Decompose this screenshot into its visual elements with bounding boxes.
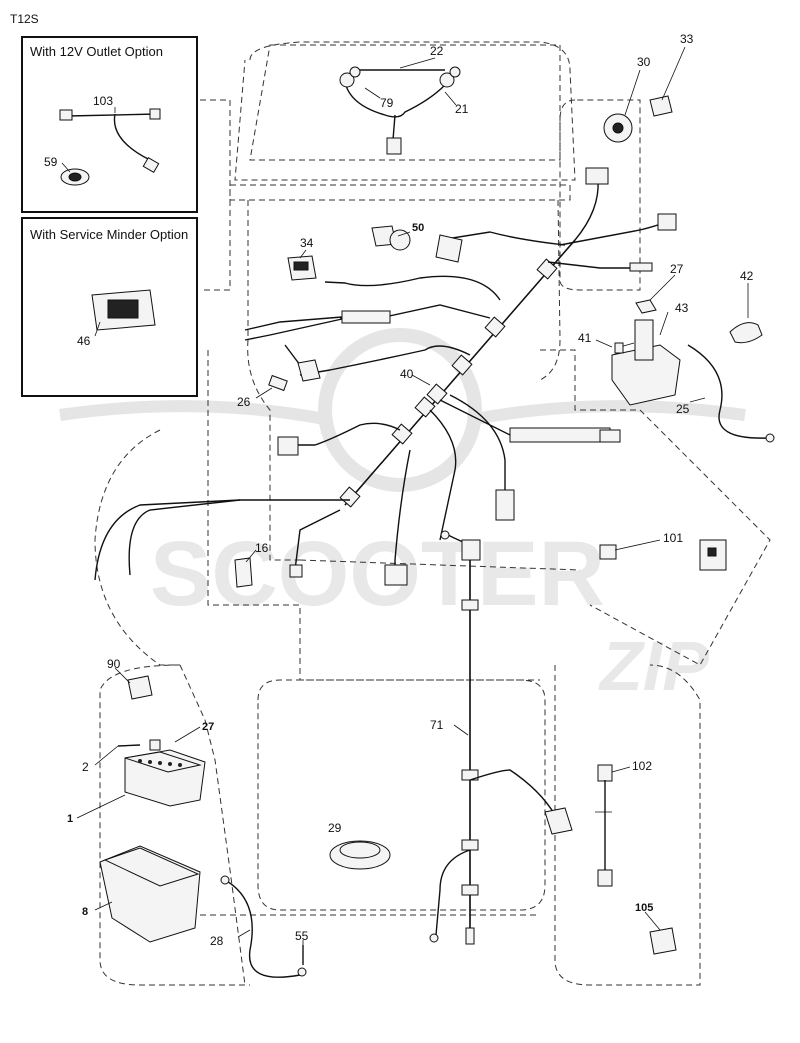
fuse-and-connector <box>234 374 288 588</box>
watermark: SCOOTER ZIP <box>59 328 746 705</box>
callout-labels: 22 79 21 30 33 103 59 46 34 50 27 42 43 … <box>44 32 754 948</box>
headlight-harness <box>339 66 461 155</box>
callout-55: 55 <box>295 929 309 943</box>
callout-40: 40 <box>400 367 414 381</box>
callout-79: 79 <box>380 96 394 110</box>
callout-29: 29 <box>328 821 342 835</box>
main-harness <box>94 167 677 586</box>
callout-30: 30 <box>637 55 651 69</box>
callout-41: 41 <box>578 331 592 345</box>
chassis-outlines <box>94 41 771 986</box>
model-code: T12S <box>10 12 39 26</box>
leader-lines <box>61 46 749 945</box>
callout-43: 43 <box>675 301 689 315</box>
option-box-service-minder: With Service Minder Option <box>21 217 198 397</box>
callout-71: 71 <box>430 718 444 732</box>
callout-25: 25 <box>676 402 690 416</box>
callout-28: 28 <box>210 934 224 948</box>
solenoid-group <box>611 299 775 443</box>
option-box-title: With 12V Outlet Option <box>30 44 163 59</box>
switch-105 <box>649 927 677 955</box>
callout-34: 34 <box>300 236 314 250</box>
watermark-line1: SCOOTER <box>150 523 605 625</box>
key-switch <box>603 95 673 143</box>
callout-16: 16 <box>255 541 269 555</box>
harness-71 <box>329 530 573 945</box>
relay-101 <box>599 539 727 571</box>
option-box-title: With Service Minder Option <box>30 227 188 242</box>
callout-21: 21 <box>455 102 469 116</box>
callout-42: 42 <box>740 269 754 283</box>
callout-46: 46 <box>77 334 91 348</box>
callout-8: 8 <box>82 906 88 918</box>
battery-group <box>99 675 307 978</box>
watermark-line2: ZIP <box>598 627 709 705</box>
callout-105: 105 <box>635 902 653 914</box>
callout-2: 2 <box>82 760 89 774</box>
callout-26: 26 <box>237 395 251 409</box>
callout-1: 1 <box>67 813 73 825</box>
callout-22: 22 <box>430 44 444 58</box>
callout-103: 103 <box>93 94 113 108</box>
callout-50: 50 <box>412 222 424 234</box>
callout-59: 59 <box>44 155 58 169</box>
callout-27: 27 <box>670 262 684 276</box>
callout-90: 90 <box>107 657 121 671</box>
callout-101: 101 <box>663 531 683 545</box>
fuse-102 <box>595 764 613 887</box>
callout-33: 33 <box>680 32 694 46</box>
option-box-12v-outlet: With 12V Outlet Option <box>21 36 198 213</box>
callout-102: 102 <box>632 759 652 773</box>
callout-27-bold: 27 <box>202 721 214 733</box>
switches-34-50 <box>287 225 411 281</box>
